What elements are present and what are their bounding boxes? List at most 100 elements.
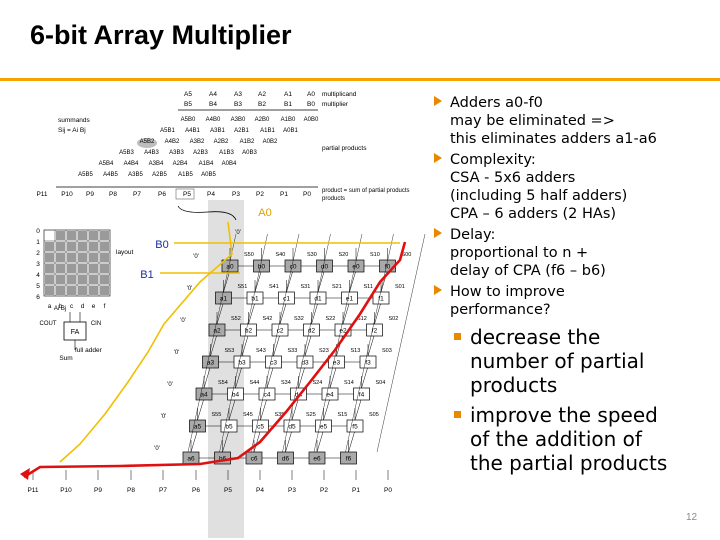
partial-product-term: A2B4 xyxy=(173,161,188,167)
product-output-label: P5 xyxy=(224,487,232,494)
sum-wire xyxy=(228,399,236,421)
adder-cell-label: f6 xyxy=(346,456,352,463)
a0-signal-label: A0 xyxy=(258,207,271,219)
sum-wire xyxy=(210,335,217,357)
adder-cell-label: d0 xyxy=(321,264,329,271)
product-output-label: P2 xyxy=(320,487,328,494)
layout-cell xyxy=(89,264,98,273)
product-bit: P5 xyxy=(183,191,191,198)
product-output-label: P4 xyxy=(256,487,264,494)
partial-product-term: A2B2 xyxy=(214,139,229,145)
sum-wire xyxy=(254,271,262,293)
bullet-line: How to improve xyxy=(450,284,565,300)
layout-cell xyxy=(89,275,98,284)
sum-wire xyxy=(354,399,362,421)
partial-product-term: A4B4 xyxy=(124,161,139,167)
zero-input-label: '0' xyxy=(174,350,180,356)
adder-cell xyxy=(359,355,377,369)
product-bit: P7 xyxy=(133,191,141,198)
adder-cell-label: a4 xyxy=(200,392,208,399)
multiplier-bit: B1 xyxy=(284,101,292,108)
layout-cell xyxy=(56,286,65,295)
multiplier-bit: B3 xyxy=(234,101,242,108)
partial-product-term: A0B4 xyxy=(222,161,237,167)
bullet-line: Adders a0-f0 xyxy=(450,95,543,111)
adder-cell-label: c1 xyxy=(283,296,290,303)
sub-bullet-decrease: decrease the number of partial products xyxy=(432,325,717,397)
zero-input-label: '0' xyxy=(180,318,186,324)
multiplicand-bit: A5 xyxy=(184,91,192,98)
full-adder-cout: COUT xyxy=(40,321,57,327)
adder-cell xyxy=(366,323,383,337)
adder-cell-label: b3 xyxy=(238,360,246,367)
summand-input-label: S52 xyxy=(231,316,241,322)
summand-input-label: S03 xyxy=(382,348,392,354)
adder-cell-label: a5 xyxy=(194,424,202,431)
summand-input-label: S41 xyxy=(269,284,279,290)
layout-cell xyxy=(89,286,98,295)
product-bit: P10 xyxy=(61,191,73,198)
summands-label: summands xyxy=(58,117,91,124)
summand-input-label: S51 xyxy=(238,284,248,290)
product-note-cont: products xyxy=(322,196,345,202)
summand-input-label: S43 xyxy=(256,348,266,354)
summand-input-label: S32 xyxy=(294,316,304,322)
layout-col-label: c xyxy=(70,303,74,310)
sum-wire xyxy=(374,303,381,325)
partial-product-term: A1B0 xyxy=(281,117,296,123)
adder-cell-label: e6 xyxy=(313,456,321,463)
sum-wire xyxy=(190,431,198,453)
full-adder-sum: Sum xyxy=(59,355,72,362)
adder-cell xyxy=(340,451,357,465)
layout-cell xyxy=(100,231,109,240)
bus-wire xyxy=(219,233,268,453)
critical-path-line xyxy=(59,221,233,463)
sum-wire xyxy=(291,399,299,421)
adder-cell-label: a6 xyxy=(187,456,195,463)
product-output-label: P9 xyxy=(94,487,102,494)
summand-input-label: S10 xyxy=(370,252,380,258)
full-adder-inputs: Ai Bj xyxy=(54,306,66,312)
adder-cell-label: b1 xyxy=(251,296,259,303)
full-adder-block-label: FA xyxy=(71,329,80,336)
adder-cell-label: c4 xyxy=(264,392,271,399)
layout-col-label: e xyxy=(92,303,96,310)
partial-product-term: A5B0 xyxy=(181,117,196,123)
partial-products-label: partial products xyxy=(322,145,367,152)
layout-cell xyxy=(56,275,65,284)
adder-cell-label: f3 xyxy=(365,360,371,367)
highlighted-summand-marker xyxy=(137,138,157,148)
multiplier-bit: B2 xyxy=(258,101,266,108)
product-bit: P9 xyxy=(86,191,94,198)
full-adder-caption: full adder xyxy=(75,347,103,354)
multiplicand-bit: A1 xyxy=(284,91,292,98)
summand-input-label: S30 xyxy=(307,252,317,258)
bus-wire xyxy=(187,233,237,453)
summand-input-label: S25 xyxy=(306,412,316,418)
summand-input-label: S40 xyxy=(276,252,286,258)
bullet-line: CPA – 6 adders (2 HAs) xyxy=(450,206,617,222)
partial-product-term: A5B5 xyxy=(78,172,93,178)
product-output-label: P7 xyxy=(159,487,167,494)
adder-cell-label: f0 xyxy=(385,264,391,271)
multiplicand-bit: A2 xyxy=(258,91,266,98)
arrow-bullet-icon xyxy=(434,153,442,163)
summand-input-label: S11 xyxy=(364,284,373,290)
bullet-line: performance? xyxy=(450,302,551,318)
layout-cell xyxy=(78,242,87,251)
partial-product-term: A2B0 xyxy=(255,117,270,123)
sum-wire xyxy=(253,431,261,453)
product-bit: P2 xyxy=(256,191,264,198)
summand-input-label: S14 xyxy=(344,380,354,386)
partial-product-term: A5B2 xyxy=(140,139,155,145)
adder-cell-label: c3 xyxy=(270,360,277,367)
summand-input-label: S22 xyxy=(326,316,336,322)
multiplier-bit: B0 xyxy=(307,101,315,108)
sum-wire xyxy=(241,335,249,357)
sub-bullet-line: products xyxy=(470,373,558,397)
arrow-bullet-icon xyxy=(434,285,442,295)
summand-input-label: S13 xyxy=(351,348,361,354)
summand-input-label: S24 xyxy=(313,380,323,386)
